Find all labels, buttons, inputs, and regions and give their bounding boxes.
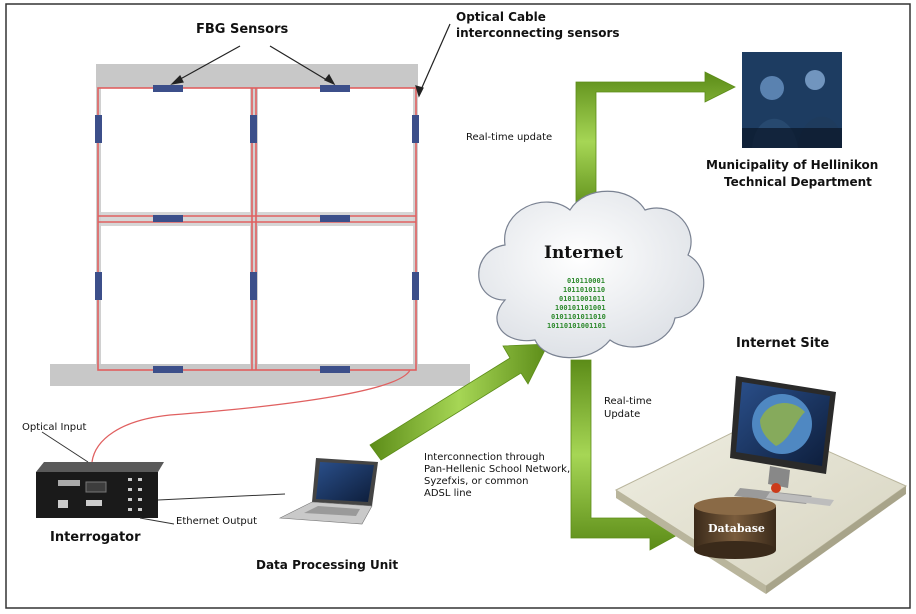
svg-text:1011010110: 1011010110: [563, 286, 605, 294]
laptop-icon: [278, 458, 378, 525]
roof-slab: [96, 64, 418, 88]
ethernet-cable: [157, 493, 286, 501]
binary-data-icon: 010110001 1011010110 01011001011 1001011…: [547, 277, 606, 330]
database-icon: [694, 497, 776, 559]
fbg-sensor: [320, 366, 350, 373]
building-frame: [50, 23, 470, 463]
optical-cable-label-line2: interconnecting sensors: [456, 26, 620, 40]
ground-slab: [50, 364, 470, 386]
fbg-sensor: [153, 215, 183, 222]
column-mid: [250, 88, 258, 364]
interconnection-label: Interconnection through: [424, 452, 545, 463]
optical-input-label: Optical Input: [22, 422, 87, 433]
svg-text:10110101001101: 10110101001101: [547, 322, 606, 330]
svg-text:100101101001: 100101101001: [555, 304, 606, 312]
internet-site-label: Internet Site: [736, 336, 830, 351]
optical-cable-label: Optical Cable: [456, 10, 546, 24]
interrogator-label: Interrogator: [50, 530, 141, 545]
ethernet-output-label: Ethernet Output: [176, 516, 257, 527]
real-time-update-bottom-label: Real-time: [604, 396, 652, 407]
fbg-sensor: [250, 115, 257, 143]
interconnection-label-line3: Syzefxis, or common: [424, 476, 529, 487]
real-time-update-bottom-label-line2: Update: [604, 409, 641, 420]
interconnection-label-line4: ADSL line: [424, 488, 472, 499]
svg-text:010110001: 010110001: [567, 277, 605, 285]
cloud-icon: 010110001 1011010110 01011001011 1001011…: [478, 190, 705, 359]
fbg-sensor: [412, 272, 419, 300]
fbg-sensor: [250, 272, 257, 300]
data-processing-unit-label: Data Processing Unit: [256, 558, 399, 572]
fbg-sensor: [320, 85, 350, 92]
fbg-sensor: [95, 115, 102, 143]
interrogator-device-icon: [36, 431, 164, 518]
fbg-sensors-label: FBG Sensors: [196, 22, 289, 37]
svg-text:0101101011010: 0101101011010: [551, 313, 606, 321]
municipality-label: Municipality of Hellinikon: [706, 158, 879, 172]
real-time-update-top-label: Real-time update: [466, 132, 553, 143]
fbg-sensor: [153, 366, 183, 373]
fbg-sensor: [320, 215, 350, 222]
arrow-to-municipality: [575, 71, 736, 213]
municipality-label-line2: Technical Department: [724, 175, 872, 189]
diagram-border: [5, 3, 911, 609]
arrow-to-internet: [369, 343, 549, 461]
fbg-sensor: [412, 115, 419, 143]
people-photo-icon: [742, 52, 842, 148]
optical-cable-to-interrogator: [91, 369, 411, 463]
monitor-icon: [730, 376, 836, 506]
svg-text:01011001011: 01011001011: [559, 295, 605, 303]
fbg-sensor: [153, 85, 183, 92]
internet-label: Internet: [544, 243, 623, 263]
interconnection-label-line2: Pan-Hellenic School Network,: [424, 464, 571, 475]
fbg-sensor: [95, 272, 102, 300]
database-label: Database: [708, 522, 765, 535]
